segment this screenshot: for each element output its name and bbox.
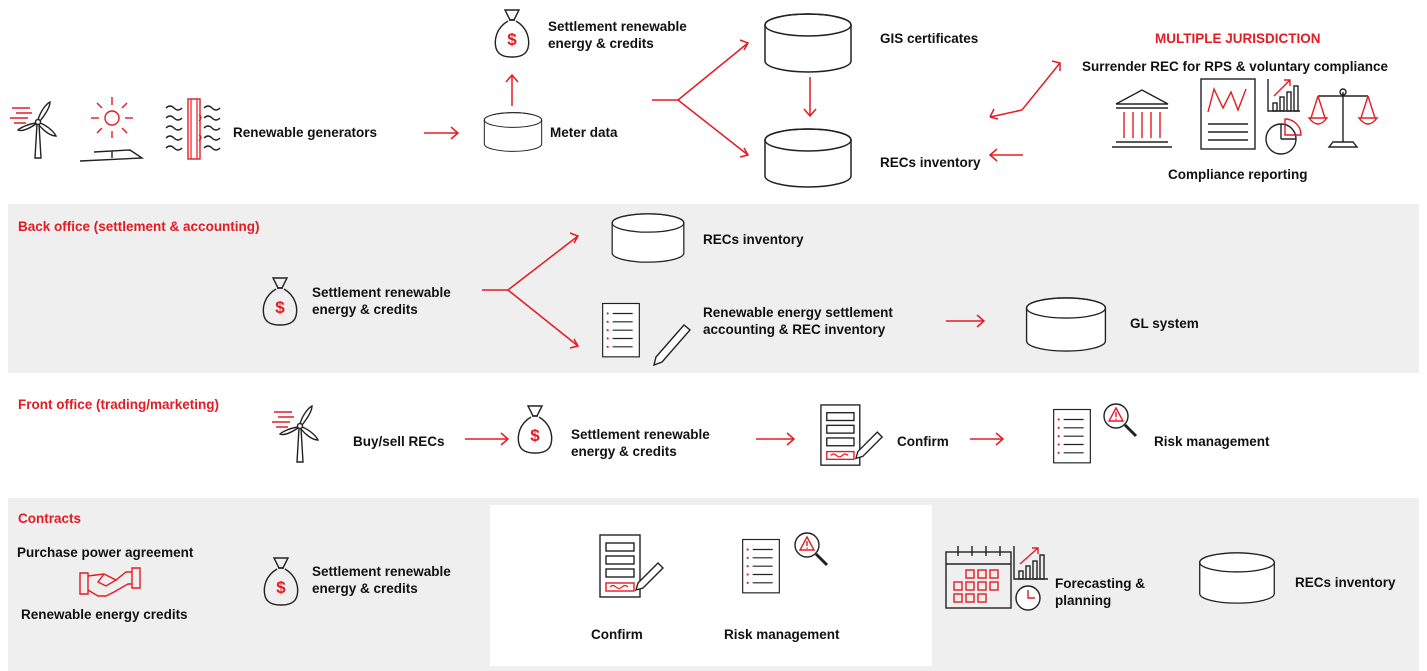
database-icon — [611, 213, 685, 263]
confirm-label-front: Confirm — [897, 434, 949, 449]
scale-icon — [1307, 88, 1379, 148]
back-office-band — [8, 204, 1419, 373]
calendar-icon — [945, 546, 1012, 609]
pen-icon — [652, 324, 691, 367]
accounting-label: Renewable energy settlement accounting &… — [703, 305, 893, 337]
wind-turbine-icon — [271, 405, 319, 463]
checklist-document-icon — [1053, 408, 1091, 464]
money-bag-icon — [494, 9, 530, 58]
confirm-form-icon — [599, 534, 664, 598]
settlement-label-contracts: Settlement renewable energy & credits — [312, 564, 451, 596]
database-icon — [1025, 297, 1107, 352]
database-icon — [764, 13, 852, 73]
checklist-document-icon — [741, 538, 781, 594]
back-office-title: Back office (settlement & accounting) — [18, 219, 260, 234]
checklist-document-icon — [601, 302, 641, 358]
rec-credits-label: Renewable energy credits — [21, 607, 188, 622]
settlement-label-top: Settlement renewable energy & credits — [548, 19, 687, 51]
risk-management-label-contracts: Risk management — [724, 627, 840, 642]
confirm-label-contracts: Confirm — [591, 627, 643, 642]
chart-document-icon — [1200, 78, 1256, 150]
handshake-icon — [79, 567, 141, 597]
multiple-jurisdiction-title: MULTIPLE JURISDICTION — [1155, 31, 1321, 46]
front-office-arrows — [465, 432, 1005, 446]
risk-magnifier-icon — [1102, 402, 1138, 438]
surrender-rec-label: Surrender REC for RPS & voluntary compli… — [1082, 59, 1389, 74]
database-icon — [1199, 552, 1275, 604]
clock-icon — [1015, 585, 1041, 611]
meter-data-label: Meter data — [550, 125, 618, 140]
recs-inventory-label-contracts: RECs inventory — [1295, 575, 1396, 590]
gis-certificates-label: GIS certificates — [880, 31, 979, 46]
settlement-label-front: Settlement renewable energy & credits — [571, 427, 710, 459]
money-bag-icon — [262, 277, 298, 326]
risk-management-label-front: Risk management — [1154, 434, 1270, 449]
wind-turbine-icon — [9, 101, 57, 159]
confirm-form-icon — [820, 404, 883, 466]
gl-system-label: GL system — [1130, 316, 1199, 331]
pie-chart-icon — [1265, 118, 1302, 155]
bar-chart-icon — [1013, 546, 1048, 580]
ppa-label: Purchase power agreement — [17, 545, 194, 560]
renewable-generators-label: Renewable generators — [233, 125, 378, 140]
back-office-arrows — [482, 232, 986, 349]
forecasting-label: Forecasting & planning — [1055, 576, 1146, 608]
settlement-label-back: Settlement renewable energy & credits — [312, 285, 451, 317]
bank-icon — [1112, 89, 1172, 148]
bar-chart-icon — [1267, 79, 1300, 112]
money-bag-icon — [517, 405, 553, 454]
compliance-reporting-label: Compliance reporting — [1168, 167, 1308, 182]
contracts-title: Contracts — [18, 511, 82, 526]
front-office-title: Front office (trading/marketing) — [18, 397, 220, 412]
money-bag-icon — [263, 557, 299, 606]
contracts-white-panel — [490, 505, 932, 666]
hydro-icon — [165, 98, 221, 160]
risk-magnifier-icon — [793, 531, 829, 567]
database-icon — [764, 128, 852, 188]
recs-inventory-label-top: RECs inventory — [880, 155, 981, 170]
top-arrows — [424, 39, 1061, 162]
database-icon — [483, 112, 543, 152]
sun-solar-panel-icon — [79, 97, 145, 162]
buy-sell-recs-label: Buy/sell RECs — [353, 434, 445, 449]
recs-inventory-label-back: RECs inventory — [703, 232, 804, 247]
